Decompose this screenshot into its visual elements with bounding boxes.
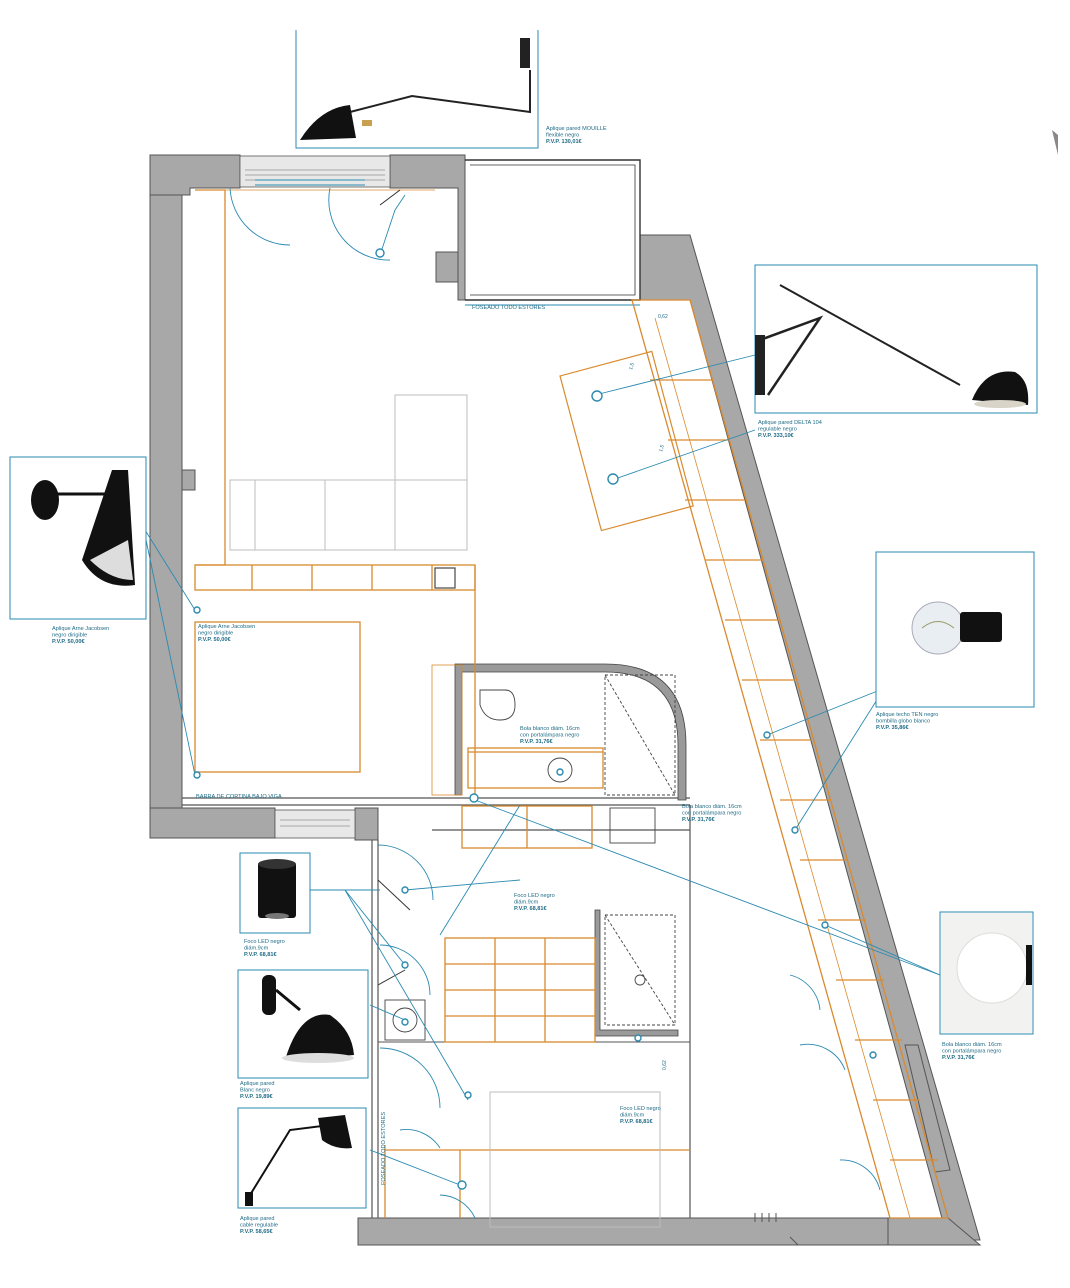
- fixture-label-line: P.V.P. 31,76€: [520, 739, 553, 745]
- bath-fixtures: [384, 674, 676, 1041]
- fixture-label-line: Aplique pared DELTA 104: [758, 420, 822, 426]
- fixture-label-line: Foco LED negro: [620, 1106, 661, 1112]
- dim-2: 1,5: [628, 362, 636, 370]
- window-bottom-left-hatch: [280, 819, 350, 827]
- fixture-label-line: con portalámpara negro: [682, 811, 741, 817]
- fixture-label-line: diám.9cm: [620, 1113, 645, 1119]
- furniture: [194, 189, 949, 1219]
- fixture-label-line: con portalámpara negro: [520, 733, 579, 739]
- note-foseado-top: FOSEADO TODO ESTORES: [472, 305, 545, 311]
- fixture-label-line: Aplique pared: [240, 1216, 275, 1222]
- delta-lamp-icon: [755, 284, 1029, 408]
- fixture-label-line: con portalámpara negro: [942, 1049, 1001, 1055]
- bola-lamp-icon: [941, 913, 1032, 1033]
- fixture-label-line: bombilla globo blanco: [876, 719, 930, 725]
- fixture-label-line: diám.9cm: [514, 900, 539, 906]
- fixture-label-line: P.V.P. 130,01€: [546, 139, 583, 145]
- fixture-label-line: P.V.P. 50,00€: [52, 639, 85, 645]
- fixture-label-line: regulable negro: [758, 427, 797, 433]
- door-swings: [229, 187, 881, 1219]
- fixture-label-line: P.V.P. 35,86€: [876, 725, 909, 731]
- partitions: [182, 797, 691, 1218]
- mouille-lamp-icon: [300, 38, 531, 140]
- fixture-label-line: P.V.P. 50,00€: [198, 637, 231, 643]
- fixture-label-line: diám.9cm: [244, 946, 269, 952]
- cable-lamp-icon: [245, 1115, 352, 1206]
- fixture-label-line: Foco LED negro: [514, 893, 555, 899]
- notes: FOSEADO TODO ESTORES BARRA DE CORTINA BA…: [196, 305, 545, 1185]
- fixture-label-line: Aplique pared MOUILLE: [546, 126, 607, 132]
- fixture-label-line: P.V.P. 333,10€: [758, 433, 795, 439]
- bathroom-walls: [454, 663, 687, 1037]
- fixture-label-line: P.V.P. 58,65€: [240, 1229, 273, 1235]
- annotation-lines: [144, 194, 941, 1186]
- fixture-label-line: P.V.P. 68,81€: [620, 1119, 653, 1125]
- fixture-label-line: P.V.P. 19,89€: [240, 1094, 273, 1100]
- fixture-label-line: Bola blanco diám. 16cm: [682, 804, 742, 810]
- decor-mark: [1052, 130, 1058, 155]
- fixture-label-line: P.V.P. 31,76€: [682, 817, 715, 823]
- note-barra: BARRA DE CORTINA BAJO VIGA: [196, 794, 282, 800]
- fixture-label-line: Bola blanco diám. 16cm: [520, 726, 580, 732]
- desk-area: [229, 394, 661, 1228]
- door-leaves: [377, 189, 411, 986]
- note-foseado-side: FOSEADO TODO ESTORES: [381, 1112, 387, 1185]
- fixture-label-line: Foco LED negro: [244, 939, 285, 945]
- fixture-label-line: Aplique Arne Jacobsen: [198, 624, 255, 630]
- ten-bulb-icon: [911, 601, 1002, 655]
- window-blinds-top: [255, 179, 365, 186]
- fixture-label-line: Aplique Arne Jacobsen: [52, 626, 109, 632]
- fixture-label-line: P.V.P. 31,76€: [942, 1055, 975, 1061]
- bottom-hatch: [754, 1213, 799, 1246]
- terrace: [465, 159, 641, 301]
- fixture-label-line: cable regulable: [240, 1223, 278, 1229]
- fixture-label-line: flexible negro: [546, 133, 579, 139]
- dim-1: 0,62: [658, 314, 668, 320]
- window-bottom-left: [274, 809, 356, 839]
- rotated-table: [559, 350, 694, 532]
- blanc-lamp-icon: [262, 975, 354, 1063]
- fixture-label-line: Bola blanco diám. 16cm: [942, 1042, 1002, 1048]
- light-points: [193, 248, 877, 1190]
- fixture-label-line: negro dirigible: [198, 631, 233, 637]
- fixture-label-line: negro dirigible: [52, 633, 87, 639]
- walls: [149, 154, 982, 1246]
- fixture-label-line: P.V.P. 68,81€: [244, 952, 277, 958]
- dim-3: 1,5: [658, 444, 666, 452]
- foco-led-icon: [258, 859, 296, 919]
- fixture-label-line: P.V.P. 68,81€: [514, 906, 547, 912]
- fixture-label-line: Aplique pared: [240, 1081, 275, 1087]
- fixture-label-line: Blanc negro: [240, 1088, 270, 1094]
- jacobsen-lamp-icon: [31, 470, 135, 586]
- dim-4: 0,62: [662, 1060, 668, 1070]
- dimensions: 0,62 1,5 1,5 0,62: [628, 314, 668, 1070]
- window-top: [239, 155, 391, 188]
- fixture-label-line: Aplique techo TEN negro: [876, 712, 938, 718]
